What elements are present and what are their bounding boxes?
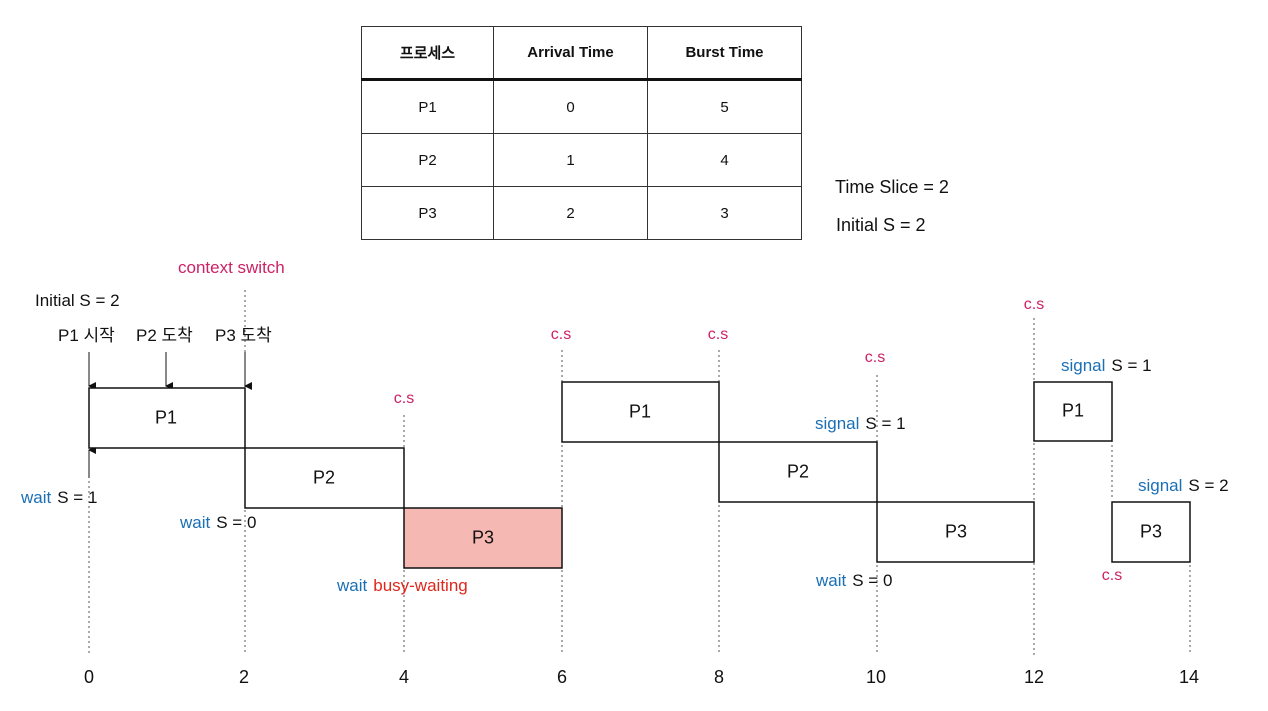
box-p3-10-12 <box>876 501 1035 563</box>
context-switch-marker: c.s <box>1101 567 1123 584</box>
op-signal-s1: signal S = 1 <box>815 414 906 434</box>
table-header-row: 프로세스 Arrival Time Burst Time <box>361 26 802 81</box>
context-switch-marker: c.s <box>393 390 415 407</box>
box-p3-4-6 <box>403 507 563 569</box>
tick-label: 2 <box>238 667 250 687</box>
context-switch-marker: c.s <box>707 326 729 343</box>
cell-process: P3 <box>361 186 494 240</box>
box-p2-2-4 <box>244 447 405 509</box>
op-value: S = 1 <box>865 414 906 433</box>
op-wait-s0: wait S = 0 <box>180 513 256 533</box>
tick-label: 12 <box>1023 667 1045 687</box>
cell-arrival: 2 <box>493 186 648 240</box>
tick-label: 4 <box>398 667 410 687</box>
box-p3-13-14 <box>1111 501 1191 563</box>
context-switch-marker: c.s <box>1023 296 1045 313</box>
box-label: P2 <box>312 467 336 488</box>
context-switch-label: context switch <box>178 258 285 277</box>
box-p1-6-8 <box>561 381 720 443</box>
tick-label: 8 <box>713 667 725 687</box>
box-label: P1 <box>1061 400 1085 421</box>
op-keyword: signal <box>815 414 860 433</box>
event-p1-start: P1 시작 <box>58 326 115 345</box>
op-value: busy-waiting <box>373 576 468 595</box>
op-wait-busy: wait busy-waiting <box>337 576 468 596</box>
op-keyword: signal <box>1061 356 1106 375</box>
event-p3-arrive: P3 도착 <box>215 326 272 345</box>
op-signal-s2: signal S = 2 <box>1138 476 1229 496</box>
op-wait-s0: wait S = 0 <box>816 571 892 591</box>
tick-label: 10 <box>865 667 887 687</box>
cell-burst: 3 <box>647 186 802 240</box>
header-arrival-time: Arrival Time <box>493 26 648 81</box>
box-p1-0-2 <box>88 387 246 449</box>
box-label: P1 <box>628 401 652 422</box>
op-signal-s1: signal S = 1 <box>1061 356 1152 376</box>
tick-label: 0 <box>83 667 95 687</box>
box-label: P2 <box>786 461 810 482</box>
cell-process: P1 <box>361 79 494 134</box>
box-p1-12-13 <box>1033 381 1113 442</box>
header-burst-time: Burst Time <box>647 26 802 81</box>
time-slice-note: Time Slice = 2 <box>835 177 949 197</box>
context-switch-marker: c.s <box>864 349 886 366</box>
op-keyword: wait <box>180 513 211 532</box>
context-switch-marker: c.s <box>550 326 572 343</box>
tick-label: 6 <box>556 667 568 687</box>
cell-burst: 5 <box>647 79 802 134</box>
process-table: 프로세스 Arrival Time Burst Time P1 0 5 P2 1… <box>361 26 802 240</box>
op-keyword: signal <box>1138 476 1183 495</box>
cell-process: P2 <box>361 133 494 187</box>
box-label: P3 <box>1139 521 1163 542</box>
header-process: 프로세스 <box>361 26 494 81</box>
initial-s-note: Initial S = 2 <box>836 215 926 235</box>
timeline-initial-s: Initial S = 2 <box>35 291 120 310</box>
op-keyword: wait <box>816 571 847 590</box>
op-value: S = 1 <box>1111 356 1152 375</box>
box-label: P1 <box>154 407 178 428</box>
op-value: S = 2 <box>1188 476 1229 495</box>
op-wait-s1: wait S = 1 <box>21 488 97 508</box>
op-keyword: wait <box>21 488 52 507</box>
op-value: S = 0 <box>852 571 893 590</box>
table-row: P1 0 5 <box>361 79 802 134</box>
box-label: P3 <box>471 527 495 548</box>
op-keyword: wait <box>337 576 368 595</box>
box-p2-8-10 <box>718 441 878 503</box>
table-row: P3 2 3 <box>361 186 802 240</box>
tick-label: 14 <box>1178 667 1200 687</box>
op-value: S = 0 <box>216 513 257 532</box>
box-label: P3 <box>944 521 968 542</box>
event-p2-arrive: P2 도착 <box>136 326 193 345</box>
op-value: S = 1 <box>57 488 98 507</box>
